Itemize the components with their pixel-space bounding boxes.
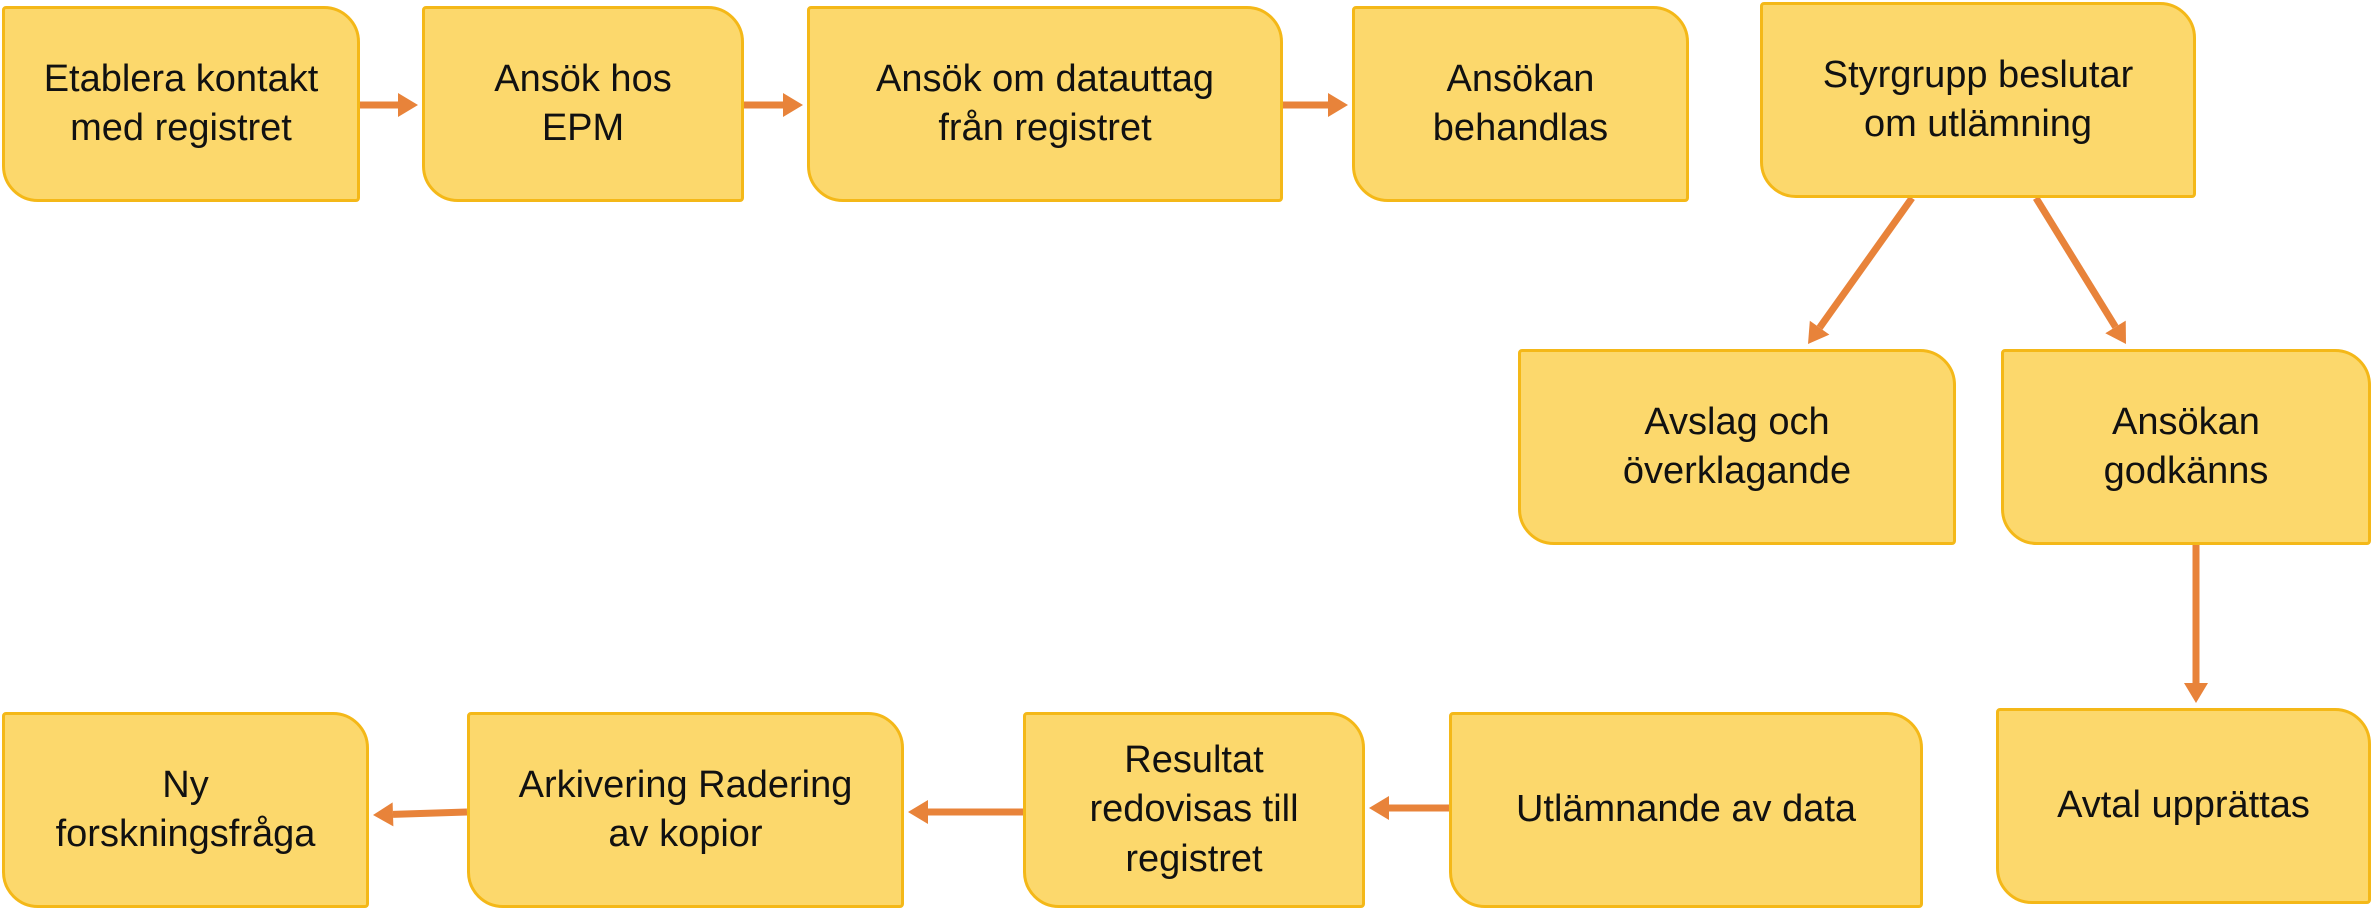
arrow-n11-to-n12 <box>373 802 468 827</box>
step-arkivering-radering: Arkivering Radering av kopior <box>467 712 904 908</box>
step-ny-forskningsfraga: Ny forskningsfråga <box>2 712 369 908</box>
arrow-head <box>1328 93 1348 117</box>
arrow-n2-to-n3 <box>744 93 803 117</box>
step-ansokan-behandlas: Ansökan behandlas <box>1352 6 1689 202</box>
step-utlamnande-av-data: Utlämnande av data <box>1449 712 1923 908</box>
step-avtal-upprattas: Avtal upprättas <box>1996 708 2371 904</box>
arrow-shaft <box>2033 196 2119 329</box>
arrow-shaft <box>392 808 468 818</box>
arrow-shaft <box>1816 195 1915 330</box>
arrow-head <box>2105 320 2126 344</box>
arrow-head <box>1808 320 1830 344</box>
arrow-n3-to-n4 <box>1283 93 1348 117</box>
arrow-n5-to-n6 <box>1808 195 1915 344</box>
arrow-n7-to-n8 <box>2184 545 2208 703</box>
step-etablera-kontakt: Etablera kontakt med registret <box>2 6 360 202</box>
arrow-head <box>783 93 803 117</box>
step-ansok-hos-epm: Ansök hos EPM <box>422 6 744 202</box>
arrow-n9-to-n10 <box>1369 796 1449 820</box>
step-ansokan-godkanns: Ansökan godkänns <box>2001 349 2371 545</box>
arrow-head <box>1369 796 1389 820</box>
step-avslag-overklagande: Avslag och överklagande <box>1518 349 1956 545</box>
step-styrgrupp-beslutar: Styrgrupp beslutar om utlämning <box>1760 2 2196 198</box>
arrow-n10-to-n11 <box>908 800 1023 824</box>
arrow-n5-to-n7 <box>2033 196 2126 344</box>
step-resultat-redovisas: Resultat redovisas till registret <box>1023 712 1365 908</box>
arrow-head <box>373 802 394 827</box>
arrow-n1-to-n2 <box>360 93 418 117</box>
step-ansok-om-datauttag: Ansök om datauttag från registret <box>807 6 1283 202</box>
arrow-head <box>2184 683 2208 703</box>
arrow-head <box>398 93 418 117</box>
arrow-head <box>908 800 928 824</box>
